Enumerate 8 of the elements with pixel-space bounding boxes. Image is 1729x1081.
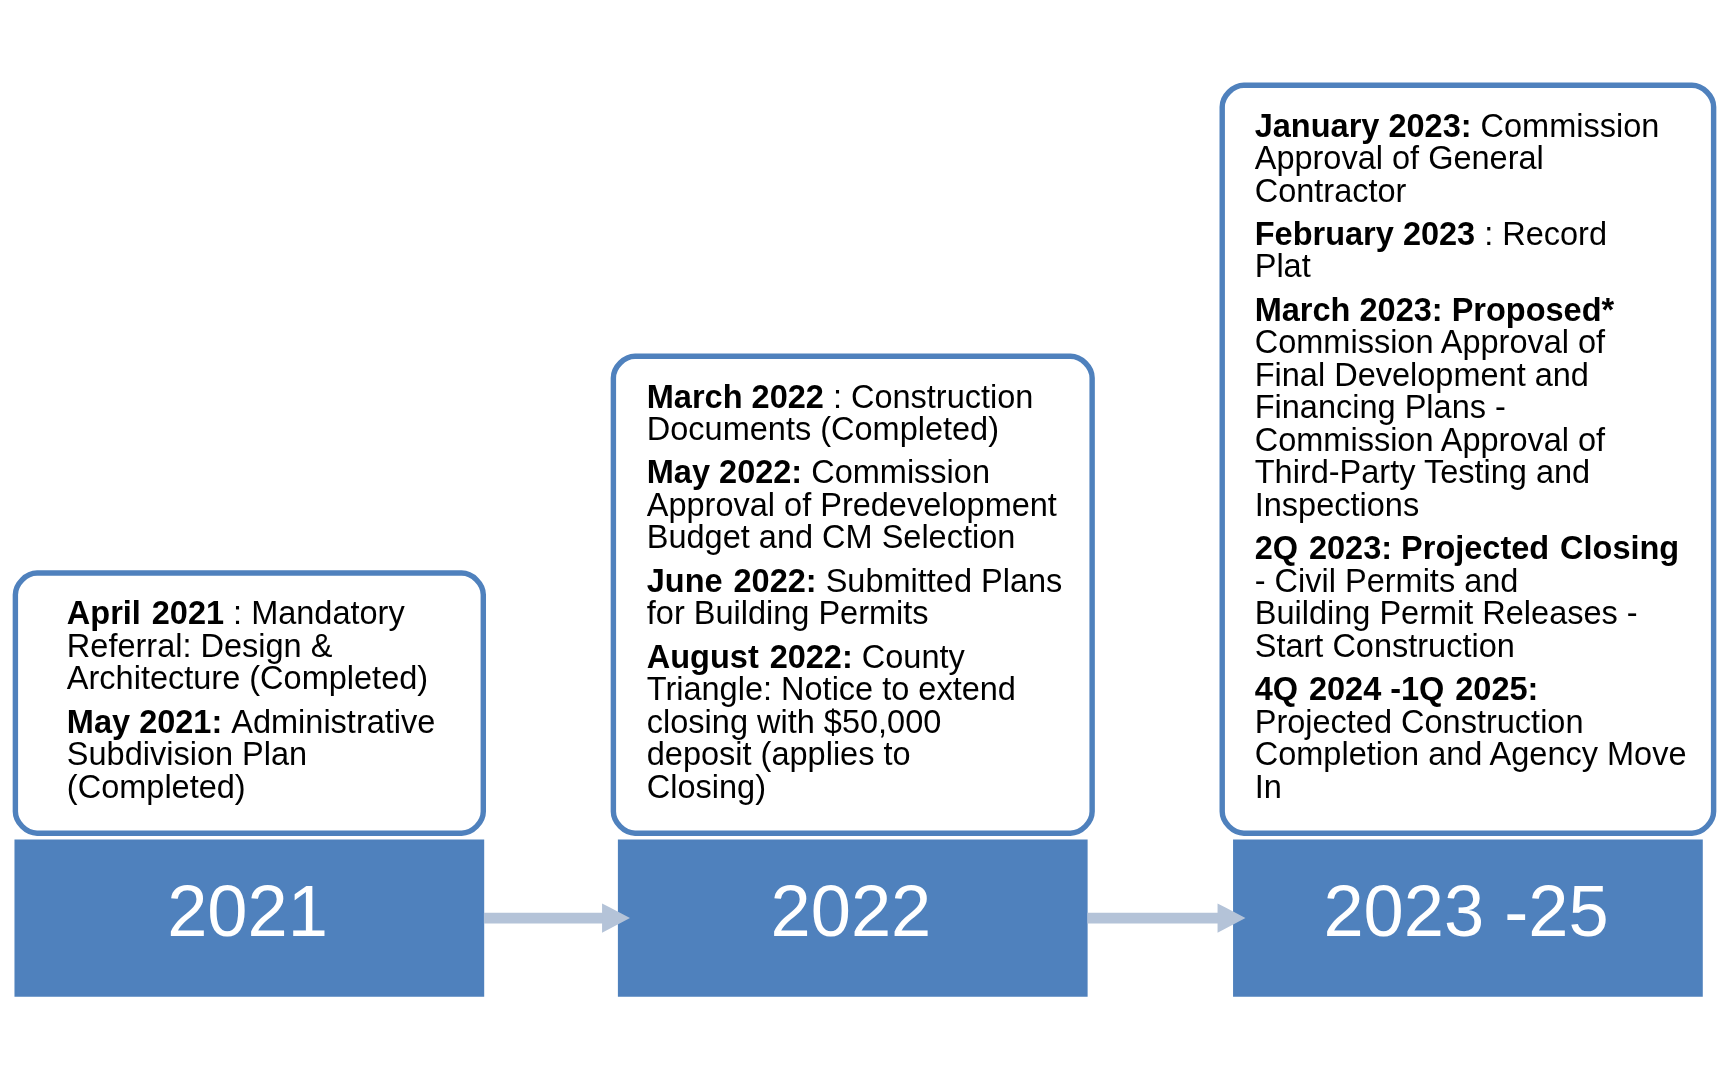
node-box: 2021 xyxy=(14,839,485,997)
node-box: April 2021: Mandatory Referral: Design & Architecture (Completed) May 2021: Administrative Subdivision Plan (Completed) xyxy=(12,570,486,836)
arrow xyxy=(483,903,630,933)
node-box: March 2022: Construction Documents (Completed) May 2022: Commission Approval of Predevelopment Budget and CM Selection June 2022: Submitted Plans for Building Permits August 2022: County Triangle: Notice to extend closing with $50,000 deposit (applies to Closing) xyxy=(610,353,1095,836)
arrow xyxy=(1087,903,1246,933)
node-box: 2023 -25 xyxy=(1233,839,1703,997)
node-box: January 2023: Commission Approval of General Contractor February 2023: Record Plat March 2023: Proposed* Commission Approval of Final Development and Financing Plans - Commission Approval of Third-Party Testing and Inspections 2Q 2023: Projected Closing - Civil Permits and Building Permit Releases - Start Construction 4Q 2024 -1Q 2025: Projected Construction Completion and Agency Move In xyxy=(1219,82,1717,836)
node-box: 2022 xyxy=(617,839,1088,997)
